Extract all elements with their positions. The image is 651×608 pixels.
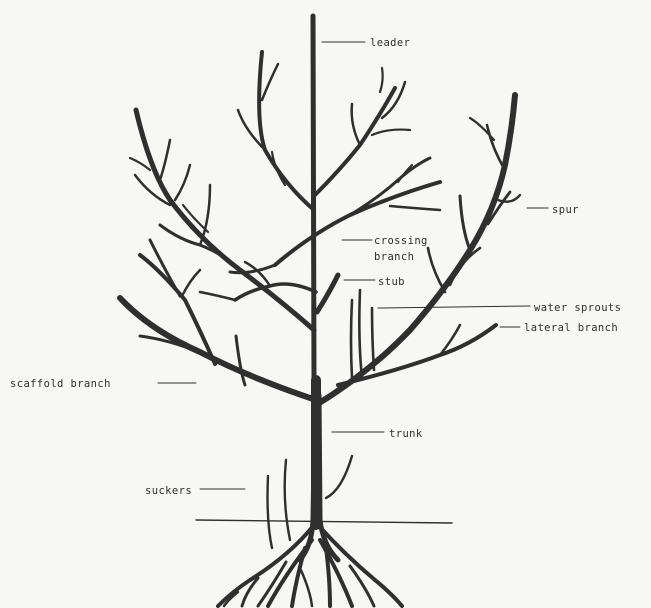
label-crossing-line2: branch xyxy=(374,251,414,263)
label-water-sprouts: water sprouts xyxy=(534,302,621,314)
label-stub: stub xyxy=(378,276,405,288)
upper-left-leader-branch xyxy=(259,52,314,210)
right-scaffold-branch xyxy=(316,95,515,405)
ground-line xyxy=(196,520,452,523)
leader-branch xyxy=(313,16,314,380)
label-trunk: trunk xyxy=(389,428,423,440)
label-scaffold-branch: scaffold branch xyxy=(10,378,111,390)
label-crossing-line1: crossing xyxy=(374,235,428,247)
upper-right-leader-branch xyxy=(314,88,395,196)
scaffold-branch-left xyxy=(120,298,316,400)
label-suckers: suckers xyxy=(145,485,192,497)
stub-branch xyxy=(317,275,338,312)
label-spur: spur xyxy=(552,204,579,216)
label-leader: leader xyxy=(370,37,410,49)
pointer-lines xyxy=(158,42,548,489)
label-lateral-branch: lateral branch xyxy=(524,322,618,334)
